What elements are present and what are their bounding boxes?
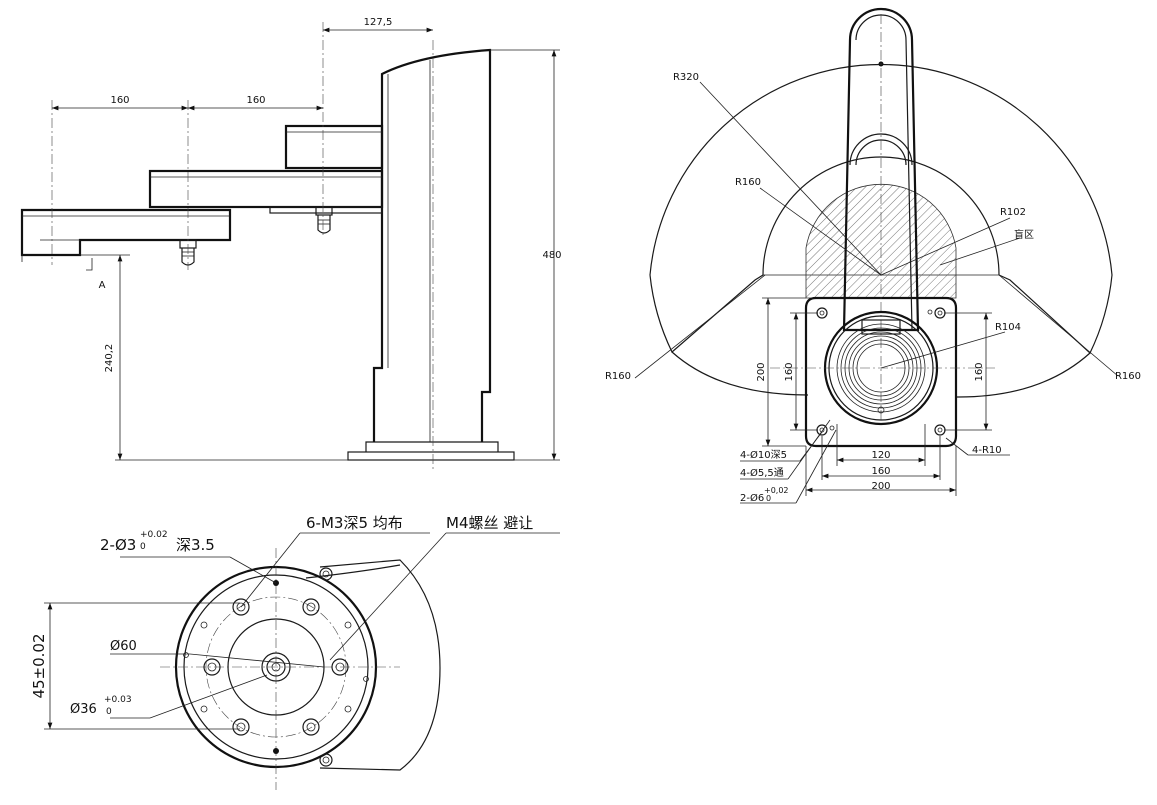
note-m3-holes: 6-M3深5 均布 [306,514,403,532]
label-r160-left: R160 [605,371,631,382]
label-blind-zone: 盲区 [1014,228,1034,241]
label-dia-60: Ø60 [110,639,137,654]
view-a-label: A [99,280,106,291]
note-hole-c-tol-up: +0,02 [764,486,789,495]
upper-arm [284,124,384,170]
dim-arm1: 160 [110,95,129,106]
label-r320: R320 [673,72,699,83]
flange-arm-outline [319,559,441,771]
note-hole-c-tol-low: 0 [766,494,771,503]
top-view: R320 R160 R102 盲区 R104 R160 R160 200 160… [605,7,1141,504]
label-r102: R102 [1000,207,1026,218]
dim-200-vertical: 200 [756,362,767,381]
dim-127-5: 127,5 [364,17,393,28]
base-step [365,441,499,452]
arm-capsule-outer [842,7,920,332]
dim-240-2: 240,2 [104,344,115,373]
label-r160-upper: R160 [735,177,761,188]
m3-holes [203,598,349,736]
end-arm [20,208,232,257]
flange-view: 2-Ø3 +0.02 0 深3.5 6-M3深5 均布 M4螺丝 避让 Ø60 … [30,514,560,790]
note-pin-tol-low: 0 [140,542,146,552]
label-r104: R104 [995,322,1021,333]
column-body [372,48,492,442]
note-pin-tol-up: +0.02 [140,530,168,540]
base-plate-top [804,296,958,448]
work-envelope-r320 [649,64,1113,354]
label-dia-36-tol-up: +0.03 [104,695,132,705]
dim-arm2: 160 [246,95,265,106]
work-envelope-r160 [762,156,1000,276]
dim-160-vertical-left: 160 [784,362,795,381]
blind-zone [805,183,957,299]
label-r160-right: R160 [1115,371,1141,382]
note-pin-depth: 深3.5 [176,536,215,554]
note-corner-radius: 4-R10 [972,445,1002,456]
dim-480: 480 [542,250,561,261]
dim-160-vertical-right: 160 [974,362,985,381]
middle-arm [148,169,384,209]
base-plate [347,451,515,461]
note-m4-relief: M4螺丝 避让 [446,514,533,532]
dim-160-horizontal: 160 [871,466,890,477]
note-hole-a: 4-Ø10深5 [740,449,787,461]
dim-200-horizontal: 200 [871,481,890,492]
dim-45: 45±0.02 [30,633,48,698]
note-pin-holes: 2-Ø3 [100,536,136,554]
note-hole-c: 2-Ø6 [740,492,764,504]
label-dia-36-tol-low: 0 [106,707,112,717]
cable-gland-2 [315,206,333,234]
label-dia-36: Ø36 [70,702,97,717]
side-view: 127,5 160 160 480 240,2 A [20,17,562,470]
note-hole-b: 4-Ø5,5通 [740,467,784,479]
dim-120: 120 [871,450,890,461]
